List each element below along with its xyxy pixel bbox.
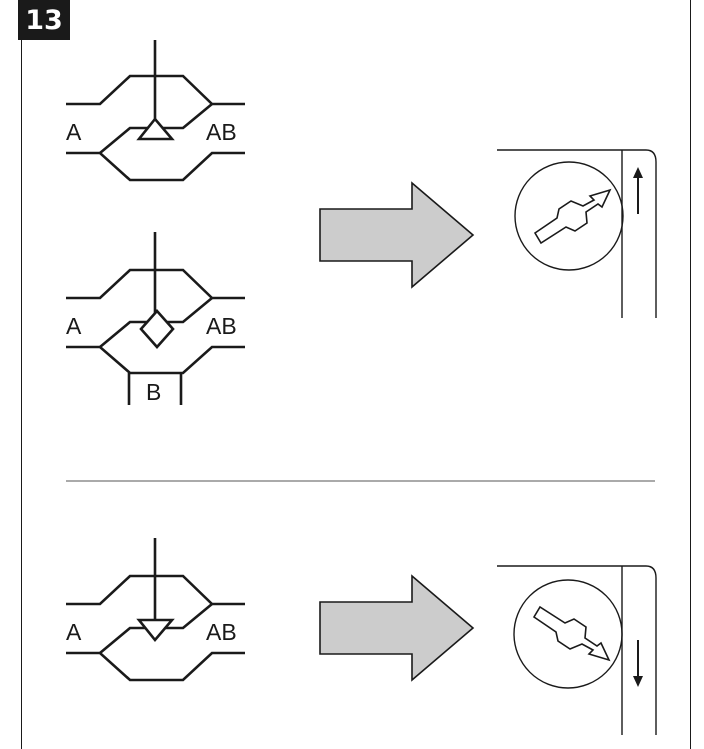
- arrow-down-icon: [633, 640, 643, 687]
- port-ab-label: AB: [206, 313, 237, 339]
- valve-symbol-diamond-icon: [66, 232, 245, 405]
- block-arrow-right-icon: [319, 574, 475, 682]
- port-ab-label: AB: [206, 119, 237, 145]
- figure-frame: [21, 0, 691, 749]
- port-b-label: B: [146, 379, 161, 405]
- port-a-label: A: [66, 619, 82, 645]
- rotary-knob-up-icon: [514, 161, 624, 271]
- port-ab-label: AB: [206, 619, 237, 645]
- rotary-knob-down-icon: [513, 579, 623, 689]
- block-arrow-right-icon: [319, 181, 475, 289]
- port-a-label: A: [66, 313, 82, 339]
- port-a-label: A: [66, 119, 82, 145]
- actuator-housing: [497, 565, 657, 735]
- figure-number: 13: [18, 0, 70, 40]
- valve-symbol-triangle-up-icon: [66, 40, 245, 182]
- arrow-up-icon: [633, 167, 643, 214]
- actuator-housing: [497, 149, 657, 318]
- valve-symbol-triangle-down-icon: [66, 538, 245, 682]
